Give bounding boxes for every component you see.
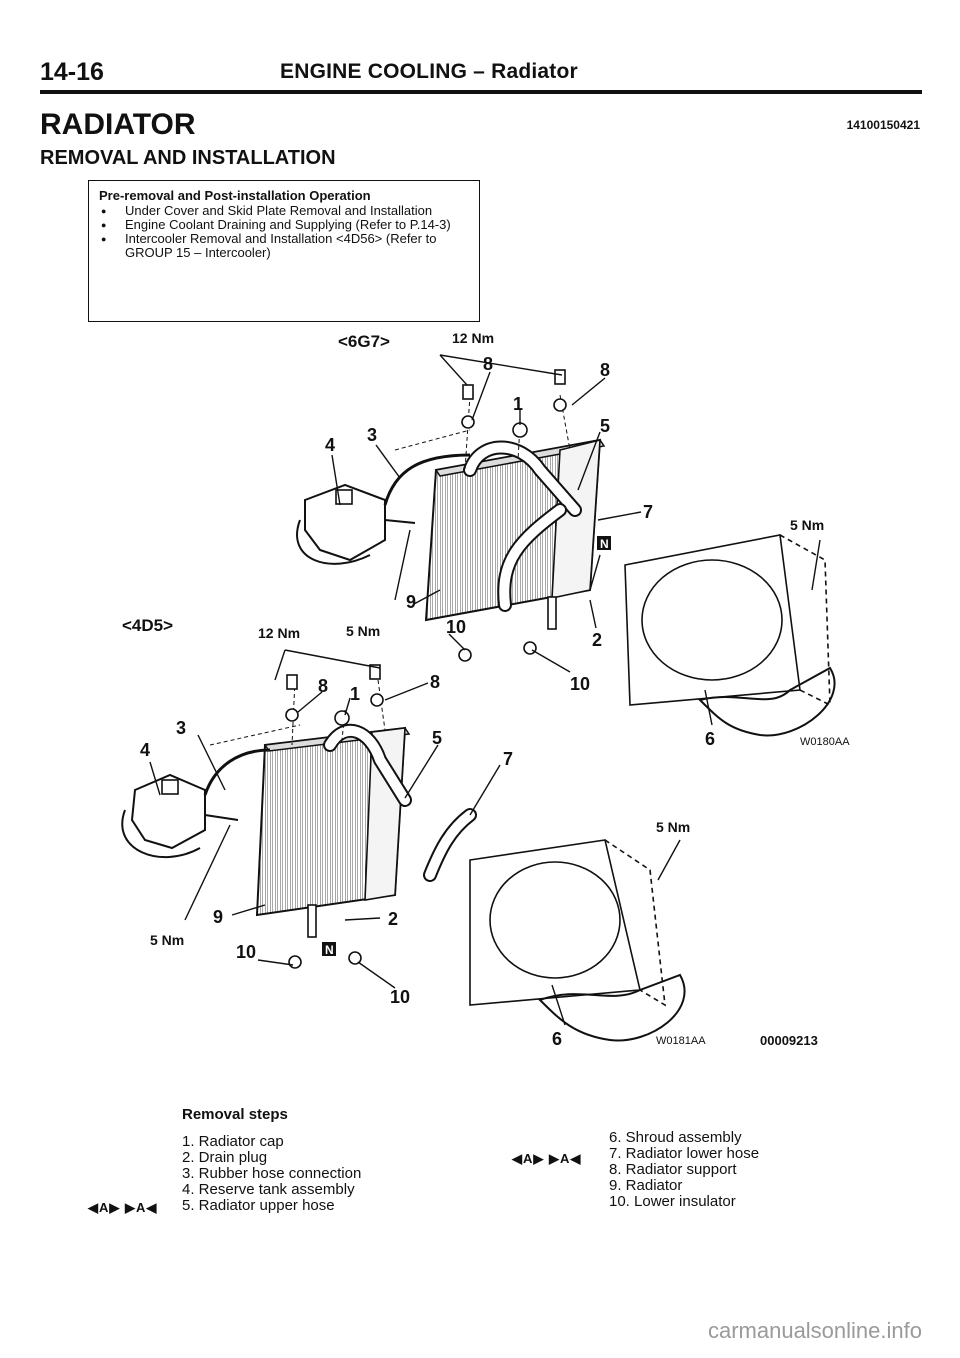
torque-label: 5 Nm <box>150 932 184 948</box>
pre-removal-heading: Pre-removal and Post-installation Operat… <box>99 188 371 203</box>
pre-removal-list: Under Cover and Skid Plate Removal and I… <box>99 204 469 260</box>
lower-assembly <box>121 649 686 1042</box>
callout-2: 2 <box>592 630 602 650</box>
callout-5: 5 <box>432 728 442 748</box>
removal-step: 6. Shroud assembly <box>609 1129 742 1146</box>
torque-label: 12 Nm <box>258 625 300 641</box>
upper-assembly <box>296 354 836 737</box>
removal-step: 1. Radiator cap <box>182 1133 284 1150</box>
figure-code: W0181AA <box>656 1035 706 1047</box>
engine-label-6g7: <6G7> <box>338 332 390 351</box>
radiator-exploded-diagram: <6G7> 12 Nm 8 8 1 5 3 4 7 5 Nm N 9 <4D5>… <box>121 330 850 1049</box>
callout-10: 10 <box>236 942 256 962</box>
page-number: 14-16 <box>40 58 104 86</box>
callout-7: 7 <box>503 749 513 769</box>
pre-removal-box: Pre-removal and Post-installation Operat… <box>88 180 480 322</box>
callout-7: 7 <box>643 502 653 522</box>
service-point-marker: ◀A▶ ▶A◀ <box>512 1151 582 1166</box>
fan-shroud-upper <box>624 534 836 737</box>
removal-step: 9. Radiator <box>609 1177 683 1194</box>
engine-label-4d5: <4D5> <box>122 616 173 635</box>
page-subtitle: REMOVAL AND INSTALLATION <box>40 147 336 169</box>
callout-10: 10 <box>570 674 590 694</box>
callout-1: 1 <box>350 684 360 704</box>
figure-code: W0180AA <box>800 736 850 748</box>
callout-4: 4 <box>325 435 335 455</box>
torque-label: 5 Nm <box>346 623 380 639</box>
removal-steps-title: Removal steps <box>182 1106 288 1123</box>
new-part-mark: N <box>600 537 609 551</box>
page-header: 14-16 ENGINE COOLING – Radiator <box>40 58 922 90</box>
page-title: RADIATOR <box>40 108 196 141</box>
torque-label: 5 Nm <box>656 819 690 835</box>
callout-9: 9 <box>213 907 223 927</box>
callout-3: 3 <box>367 425 377 445</box>
removal-step: 2. Drain plug <box>182 1149 268 1166</box>
callout-6: 6 <box>705 729 715 749</box>
removal-step: 5. Radiator upper hose <box>182 1197 335 1214</box>
section-title: ENGINE COOLING – Radiator <box>280 60 578 83</box>
torque-label: 12 Nm <box>452 330 494 346</box>
callout-10: 10 <box>390 987 410 1007</box>
removal-steps-right: 6. Shroud assembly 7. Radiator lower hos… <box>609 1130 759 1210</box>
callout-3: 3 <box>176 718 186 738</box>
service-point-marker: ◀A▶ ▶A◀ <box>88 1200 158 1215</box>
callout-8: 8 <box>600 360 610 380</box>
torque-label: 5 Nm <box>790 517 824 533</box>
watermark-text: carmanualsonline.info <box>707 1318 922 1343</box>
removal-step: 3. Rubber hose connection <box>182 1165 362 1182</box>
pre-removal-item: Engine Coolant Draining and Supplying (R… <box>99 218 469 233</box>
removal-step: 4. Reserve tank assembly <box>182 1181 355 1198</box>
header-rule <box>40 90 922 94</box>
pre-removal-item: Under Cover and Skid Plate Removal and I… <box>99 204 469 219</box>
callout-4: 4 <box>140 740 150 760</box>
callout-8: 8 <box>318 676 328 696</box>
callout-1: 1 <box>513 394 523 414</box>
callout-6: 6 <box>552 1029 562 1049</box>
removal-step: 7. Radiator lower hose <box>609 1145 760 1162</box>
callout-8: 8 <box>430 672 440 692</box>
removal-step: 8. Radiator support <box>609 1161 737 1178</box>
callout-2: 2 <box>388 909 398 929</box>
callout-5: 5 <box>600 416 610 436</box>
document-id: 14100150421 <box>846 118 920 132</box>
pre-removal-item: Intercooler Removal and Installation <4D… <box>99 232 469 260</box>
removal-step: 10. Lower insulator <box>609 1193 736 1210</box>
callout-9: 9 <box>406 592 416 612</box>
removal-steps-left: 1. Radiator cap 2. Drain plug 3. Rubber … <box>182 1134 361 1214</box>
reserve-tank-lower <box>121 773 239 858</box>
figure-number: 00009213 <box>760 1033 818 1048</box>
reserve-tank-upper <box>296 483 416 565</box>
fan-shroud-lower <box>469 839 686 1042</box>
callout-10: 10 <box>446 617 466 637</box>
callout-8: 8 <box>483 354 493 374</box>
new-part-mark: N <box>325 943 334 957</box>
